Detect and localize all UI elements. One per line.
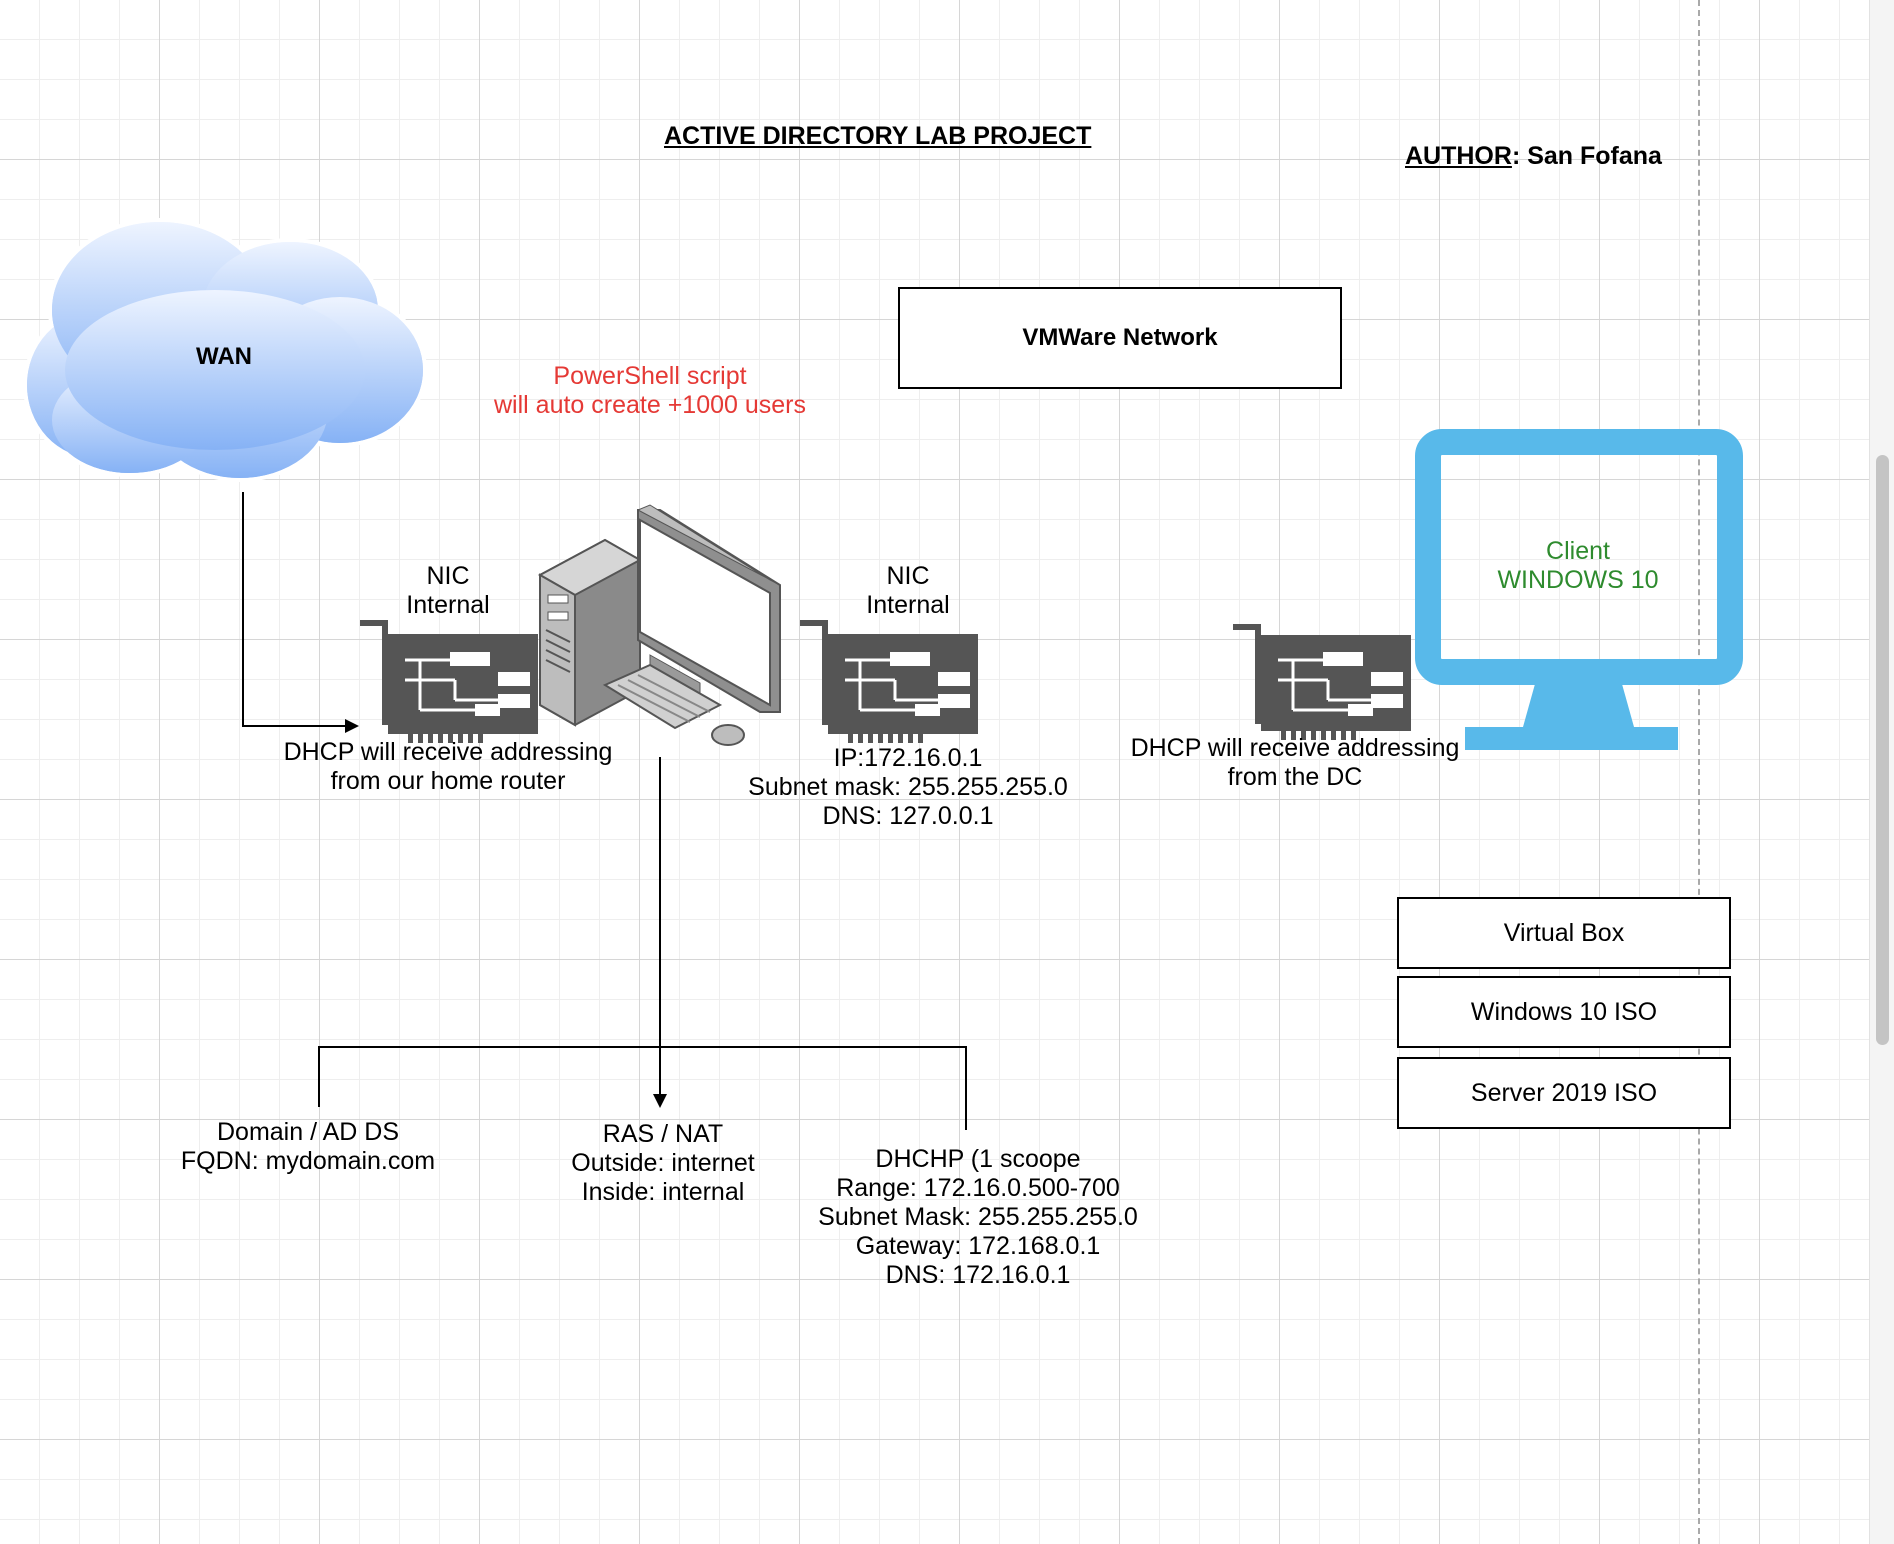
dhcp-from-dc-note: DHCP will receive addressing from the DC — [1125, 734, 1465, 792]
client-monitor-icon[interactable] — [1415, 429, 1743, 750]
virtualbox-box[interactable]: Virtual Box — [1397, 897, 1731, 969]
wan-connector[interactable] — [242, 492, 359, 733]
dhcp-scope-line1: DHCHP (1 scoope — [875, 1145, 1081, 1173]
wan-cloud-icon[interactable] — [23, 218, 427, 482]
domain-ad-ds-node[interactable]: Domain / AD DS FQDN: mydomain.com — [168, 1118, 448, 1176]
nic-card-left-icon[interactable] — [360, 620, 538, 743]
nic-left-label-line1: NIC — [426, 562, 470, 590]
dhcp-home-line2: from our home router — [330, 767, 566, 795]
client-label-line2: WINDOWS 10 — [1497, 566, 1659, 594]
windows10-iso-label: Windows 10 ISO — [1470, 997, 1658, 1026]
page-boundary — [1698, 0, 1700, 1544]
nic-left-label: NIC Internal — [388, 562, 508, 620]
dhcp-dc-line2: from the DC — [1227, 763, 1363, 791]
nic-card-right-icon[interactable] — [800, 620, 978, 743]
ras-nat-node[interactable]: RAS / NAT Outside: internet Inside: inte… — [548, 1120, 778, 1207]
nic-right-label-line1: NIC — [886, 562, 930, 590]
dc-dns: DNS: 127.0.0.1 — [822, 802, 994, 830]
nic-left-label-line2: Internal — [406, 591, 490, 619]
nic-right-label: NIC Internal — [848, 562, 968, 620]
dc-ip-address: IP:172.16.0.1 — [833, 744, 983, 772]
powershell-note-line1: PowerShell script — [553, 362, 747, 390]
domain-controller-computer-icon[interactable] — [537, 504, 781, 746]
vmware-network-box[interactable]: VMWare Network — [898, 287, 1342, 389]
dc-subnet-mask: Subnet mask: 255.255.255.0 — [748, 773, 1068, 801]
dhcp-home-router-note: DHCP will receive addressing from our ho… — [278, 738, 618, 796]
nic-card-client-icon[interactable] — [1233, 624, 1411, 740]
wan-label: WAN — [196, 343, 252, 370]
dhcp-scope-range: Range: 172.16.0.500-700 — [836, 1174, 1120, 1202]
vertical-scrollbar[interactable] — [1869, 0, 1894, 1544]
author-key: AUTHOR — [1405, 142, 1512, 170]
ras-line1: RAS / NAT — [602, 1120, 724, 1148]
dhcp-scope-subnet: Subnet Mask: 255.255.255.0 — [818, 1203, 1138, 1231]
dhcp-scope-gateway: Gateway: 172.168.0.1 — [855, 1232, 1101, 1260]
server2019-iso-box[interactable]: Server 2019 ISO — [1397, 1057, 1731, 1129]
author-credit: AUTHOR: San Fofana — [1405, 142, 1662, 171]
author-separator: : — [1511, 142, 1528, 170]
ras-outside: Outside: internet — [571, 1149, 755, 1177]
powershell-note: PowerShell script will auto create +1000… — [480, 362, 820, 420]
domain-line1: Domain / AD DS — [216, 1118, 399, 1146]
author-name: San Fofana — [1527, 142, 1662, 170]
dhcp-scope-node[interactable]: DHCHP (1 scoope Range: 172.16.0.500-700 … — [808, 1145, 1148, 1290]
server2019-iso-label: Server 2019 ISO — [1470, 1078, 1658, 1107]
scrollbar-thumb[interactable] — [1876, 455, 1889, 1045]
dhcp-scope-dns: DNS: 172.16.0.1 — [885, 1261, 1071, 1289]
diagram-title: ACTIVE DIRECTORY LAB PROJECT — [664, 122, 1092, 150]
vmware-network-label: VMWare Network — [1022, 324, 1218, 351]
client-label-line1: Client — [1546, 537, 1610, 565]
dhcp-home-line1: DHCP will receive addressing — [283, 738, 613, 766]
powershell-note-line2: will auto create +1000 users — [494, 391, 806, 419]
domain-fqdn: FQDN: mydomain.com — [180, 1147, 436, 1175]
nic-right-label-line2: Internal — [866, 591, 950, 619]
dc-ip-config: IP:172.16.0.1 Subnet mask: 255.255.255.0… — [738, 744, 1078, 831]
ras-inside: Inside: internal — [581, 1178, 745, 1206]
virtualbox-label: Virtual Box — [1503, 918, 1625, 947]
services-branch-connector[interactable] — [318, 1046, 967, 1130]
windows10-iso-box[interactable]: Windows 10 ISO — [1397, 976, 1731, 1048]
client-label: Client WINDOWS 10 — [1468, 537, 1688, 595]
dhcp-dc-line1: DHCP will receive addressing — [1130, 734, 1460, 762]
